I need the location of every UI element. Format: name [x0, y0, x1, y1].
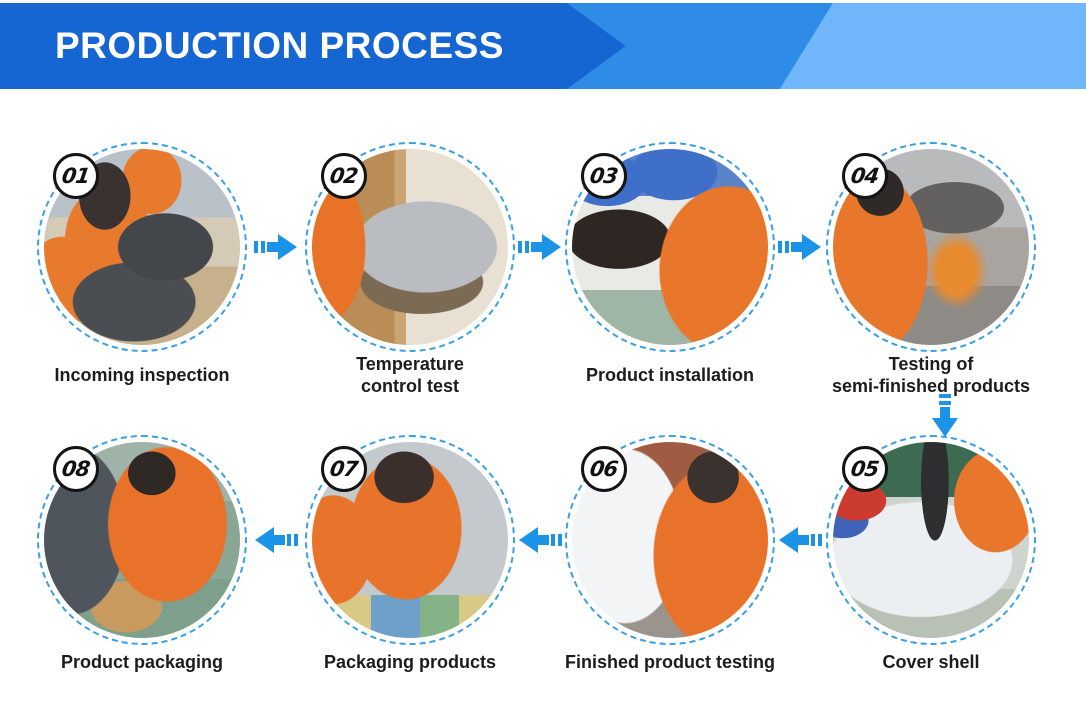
step-02-caption: Temperature control test	[356, 354, 464, 396]
step-06: 06	[565, 435, 775, 645]
flow-arrow-down-icon	[916, 394, 958, 438]
step-01-number: 01	[60, 164, 92, 188]
step-04-caption: Testing of semi-finished products	[831, 354, 1031, 396]
step-08: 08	[37, 435, 247, 645]
step-01-badge: 01	[53, 153, 99, 199]
step-03-ring	[565, 142, 775, 352]
step-02: 02	[305, 142, 515, 352]
step-03-badge: 03	[581, 153, 627, 199]
step-05-badge: 05	[842, 446, 888, 492]
banner-arrow-shape	[0, 3, 626, 89]
step-08-caption: Product packaging	[60, 652, 224, 673]
step-03-number: 03	[588, 164, 620, 188]
step-01: 01	[37, 142, 247, 352]
step-04-badge: 04	[842, 153, 888, 199]
step-05: 05	[826, 435, 1036, 645]
step-05-caption: Cover shell	[882, 652, 980, 673]
step-01-caption: Incoming inspection	[54, 365, 230, 386]
header-banner: PRODUCTION PROCESS	[0, 3, 1086, 89]
flow-arrow-right-icon	[778, 232, 822, 262]
step-07: 07	[305, 435, 515, 645]
step-07-number: 07	[328, 457, 360, 481]
step-03-caption: Product installation	[585, 365, 754, 386]
flow-arrow-left-icon	[778, 525, 822, 555]
flow-arrow-left-icon	[518, 525, 562, 555]
step-07-badge: 07	[321, 446, 367, 492]
step-03: 03	[565, 142, 775, 352]
step-02-badge: 02	[321, 153, 367, 199]
step-01-ring	[37, 142, 247, 352]
step-07-caption: Packaging products	[323, 652, 497, 673]
step-08-number: 08	[60, 457, 92, 481]
step-06-number: 06	[588, 457, 620, 481]
step-04-number: 04	[849, 164, 881, 188]
flow-arrow-right-icon	[518, 232, 562, 262]
flow-arrow-left-icon	[254, 525, 298, 555]
flow-arrow-right-icon	[254, 232, 298, 262]
step-02-number: 02	[328, 164, 360, 188]
step-06-caption: Finished product testing	[565, 652, 775, 673]
step-05-number: 05	[849, 457, 881, 481]
page-title: PRODUCTION PROCESS	[55, 25, 504, 66]
step-06-badge: 06	[581, 446, 627, 492]
step-08-badge: 08	[53, 446, 99, 492]
step-04: 04	[826, 142, 1036, 352]
